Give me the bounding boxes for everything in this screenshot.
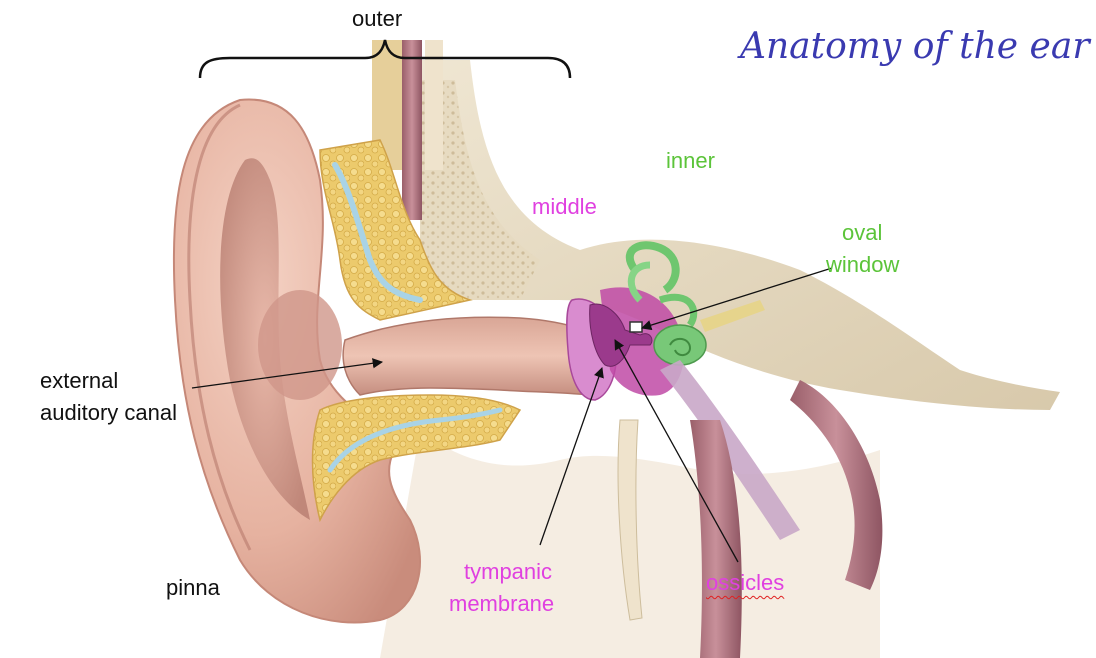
- styloid-process: [617, 419, 643, 621]
- cartilage-upper: [332, 162, 423, 303]
- ossicles-shape: [589, 303, 653, 367]
- tympanic-leader-line: [539, 367, 604, 546]
- top-vessel-3: [425, 40, 443, 170]
- fat-tissue-lower: [311, 394, 522, 523]
- temporal-bone: [420, 60, 1060, 410]
- diagram-title: Anatomy of the ear: [740, 26, 1090, 67]
- label-pinna: pinna: [166, 575, 220, 600]
- label-ossicles: ossicles: [706, 570, 785, 595]
- label-outer: outer: [352, 6, 403, 31]
- label-canal-1: external: [40, 368, 119, 393]
- label-tympanic-1: tympanic: [464, 559, 553, 584]
- fat-tissue-upper: [319, 139, 473, 321]
- label-tympanic-2: membrane: [449, 591, 555, 616]
- oval-window-leader-line: [641, 267, 833, 331]
- pinna-helix-rim: [187, 103, 252, 551]
- outer-brace: [198, 39, 572, 79]
- top-vessel-2: [402, 40, 422, 220]
- bone-texture: [420, 80, 540, 300]
- eustachian-tube: [660, 360, 800, 540]
- concha: [258, 290, 342, 400]
- label-canal-2: auditory canal: [40, 400, 177, 425]
- cartilage-lower: [327, 407, 503, 473]
- canal-leader-line: [191, 358, 384, 389]
- carotid-vessel: [690, 420, 742, 658]
- inner-ear-structure: [625, 241, 765, 366]
- ossicles-leader-line: [614, 339, 739, 563]
- label-oval-window-2: window: [826, 252, 900, 277]
- jugular-vessel: [790, 380, 883, 590]
- label-inner: inner: [666, 148, 715, 173]
- auditory-canal: [342, 316, 591, 396]
- label-middle: middle: [532, 194, 597, 219]
- oval-window-box: [629, 321, 643, 333]
- label-oval-window-1: oval: [842, 220, 883, 245]
